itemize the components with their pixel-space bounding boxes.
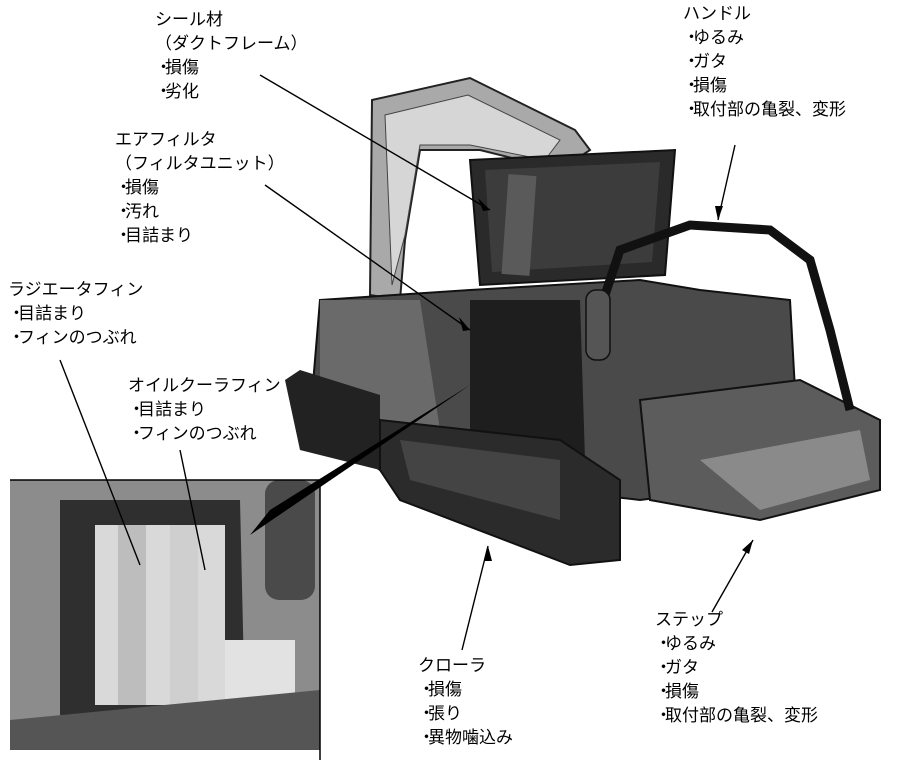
label-air-filter-item: ・汚れ [115,202,159,222]
handle-bar [595,220,855,412]
label-air-filter-title: エアフィルタ [115,130,217,150]
label-step: ステップ ・ゆるみ ・ガタ ・損傷 ・取付部の亀裂、変形 [655,608,818,728]
label-step-item: ・ガタ [655,658,699,678]
label-radiator-fin-item: ・目詰まり [8,304,86,324]
callout-wedge [250,385,470,535]
leader-radiator-fin [59,359,141,566]
label-handle-item: ・ゆるみ [683,28,744,48]
label-crawler-item: ・異物噛込み [418,728,513,748]
label-radiator-fin-title: ラジエータフィン [8,280,144,300]
extinguisher [585,289,611,361]
label-crawler-title: クローラ [418,656,486,676]
label-step-item: ・損傷 [655,682,699,702]
label-oil-cooler-fin: オイルクーラフィン ・目詰まり ・フィンのつぶれ [128,374,281,446]
label-handle-title: ハンドル [683,4,751,24]
label-seal-item: ・損傷 [155,58,199,78]
label-step-item: ・取付部の亀裂、変形 [655,706,818,726]
label-air-filter: エアフィルタ （フィルタユニット） ・損傷 ・汚れ ・目詰まり [115,128,285,248]
label-handle-item: ・ガタ [683,52,727,72]
label-handle-item: ・取付部の亀裂、変形 [683,100,846,120]
leader-crawler [461,545,489,651]
label-oil-cooler-fin-title: オイルクーラフィン [128,376,281,396]
label-handle-item: ・損傷 [683,76,727,96]
label-seal-title: シール材 [155,10,223,30]
label-step-title: ステップ [655,610,723,630]
label-radiator-fin: ラジエータフィン ・目詰まり ・フィンのつぶれ [8,278,143,350]
leader-air-filter [264,184,471,331]
label-crawler-item: ・張り [418,704,462,724]
inset-photo [10,480,320,750]
label-air-filter-sub: （フィルタユニット） [115,154,285,174]
leader-oil-cooler-fin [179,449,206,571]
label-air-filter-item: ・目詰まり [115,226,193,246]
label-air-filter-item: ・損傷 [115,178,159,198]
label-seal-sub: （ダクトフレーム） [155,34,308,54]
label-seal: シール材 （ダクトフレーム） ・損傷 ・劣化 [155,8,308,104]
label-crawler: クローラ ・損傷 ・張り ・異物噛込み [418,654,513,750]
leader-seal [259,74,491,211]
label-step-item: ・ゆるみ [655,634,716,654]
label-radiator-fin-item: ・フィンのつぶれ [8,328,137,348]
label-oil-cooler-fin-item: ・フィンのつぶれ [128,424,257,444]
label-oil-cooler-fin-item: ・目詰まり [128,400,206,420]
label-crawler-item: ・損傷 [418,680,462,700]
label-seal-item: ・劣化 [155,82,199,102]
label-handle: ハンドル ・ゆるみ ・ガタ ・損傷 ・取付部の亀裂、変形 [683,2,846,122]
left-crawler [285,370,380,470]
